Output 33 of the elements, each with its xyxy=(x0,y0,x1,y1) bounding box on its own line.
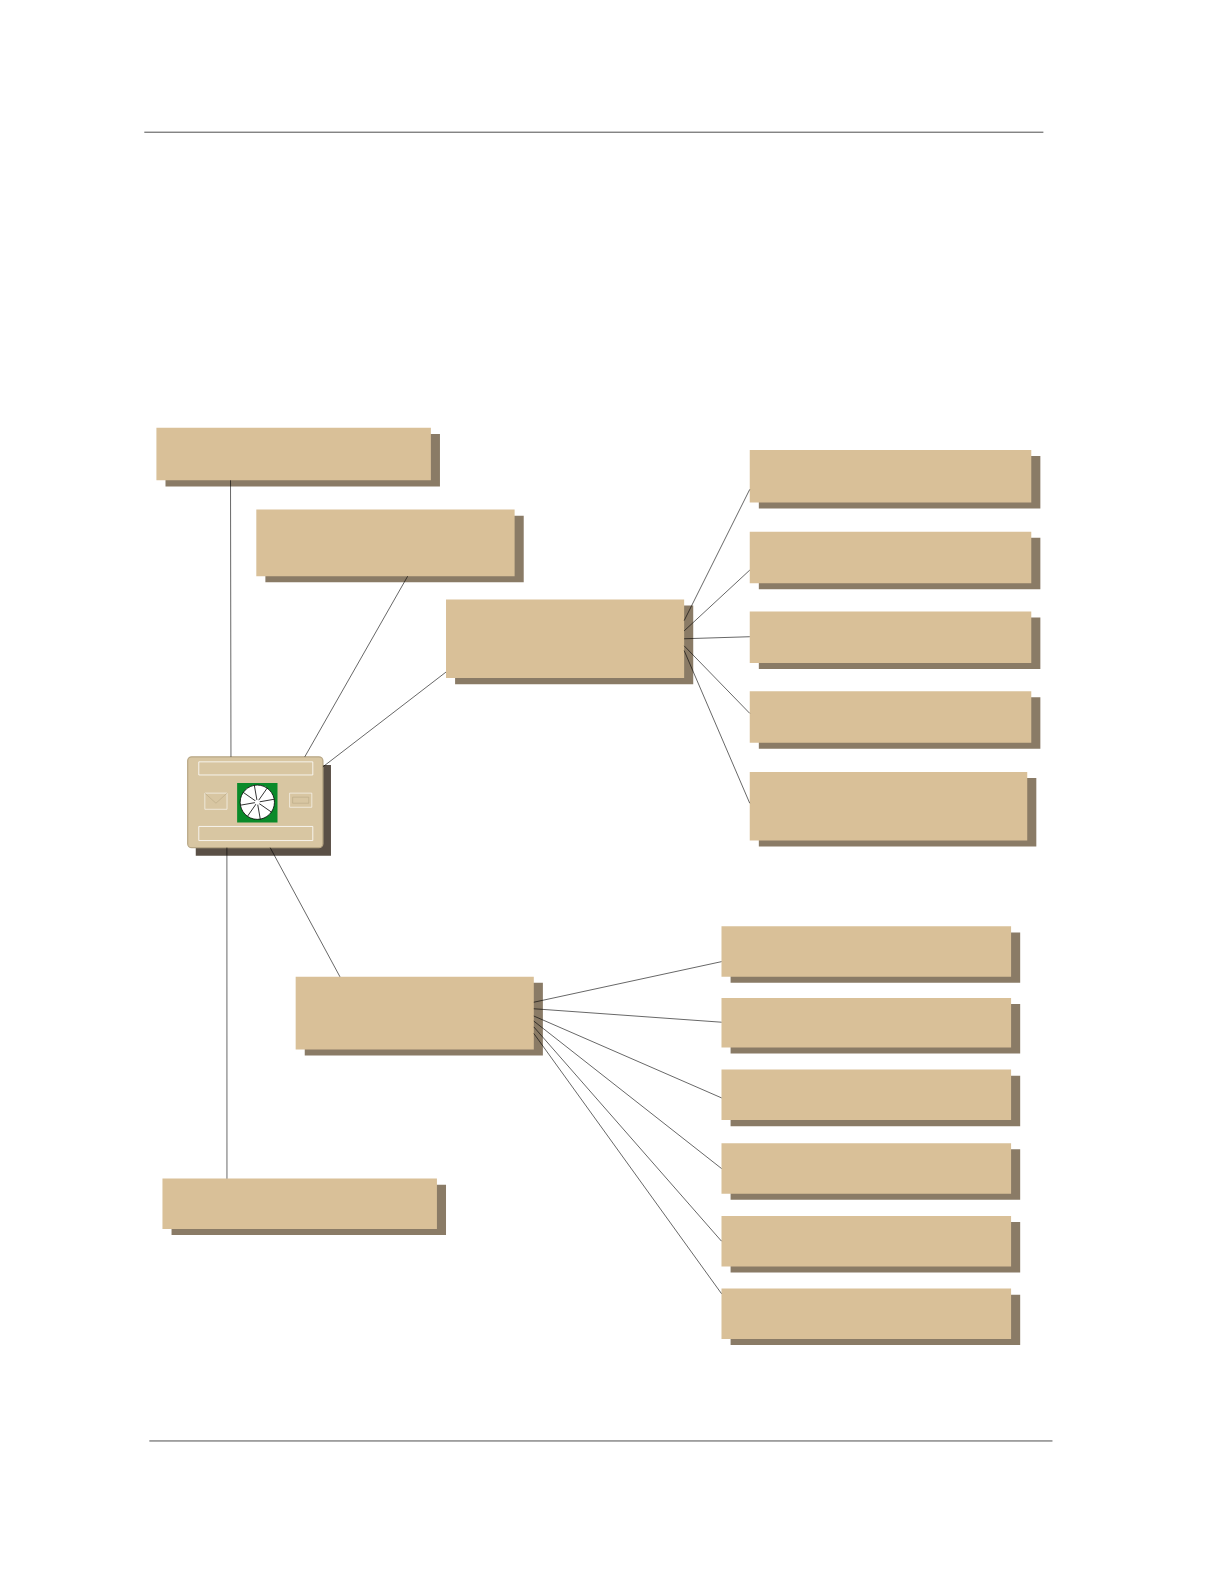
connector-line xyxy=(533,1033,722,1294)
box xyxy=(721,1069,1021,1127)
connector-line xyxy=(269,847,341,978)
box xyxy=(446,599,694,685)
connector-line xyxy=(683,569,751,632)
box xyxy=(721,1143,1021,1200)
box xyxy=(749,611,1041,669)
box xyxy=(749,531,1041,590)
box xyxy=(295,976,543,1056)
box xyxy=(749,691,1041,749)
connector-line xyxy=(230,480,232,758)
connector-line xyxy=(533,1008,722,1023)
connector-line xyxy=(683,645,751,714)
box xyxy=(721,1288,1021,1346)
device-drawing xyxy=(187,756,331,856)
connector-line xyxy=(533,961,722,1003)
box xyxy=(162,1178,446,1236)
connector-line xyxy=(683,636,751,640)
box xyxy=(749,771,1037,847)
box xyxy=(721,926,1021,983)
box xyxy=(721,998,1021,1054)
connector-line xyxy=(683,489,751,621)
box xyxy=(749,450,1041,509)
connector-line xyxy=(533,1026,722,1242)
connector-line xyxy=(533,1015,722,1099)
connector-line xyxy=(683,650,751,804)
connector-line xyxy=(322,671,447,768)
connector-line xyxy=(533,1020,722,1169)
box xyxy=(721,1215,1021,1273)
box xyxy=(156,427,440,487)
connector-line xyxy=(226,847,228,1179)
box xyxy=(256,509,524,583)
connector-line xyxy=(304,575,408,758)
